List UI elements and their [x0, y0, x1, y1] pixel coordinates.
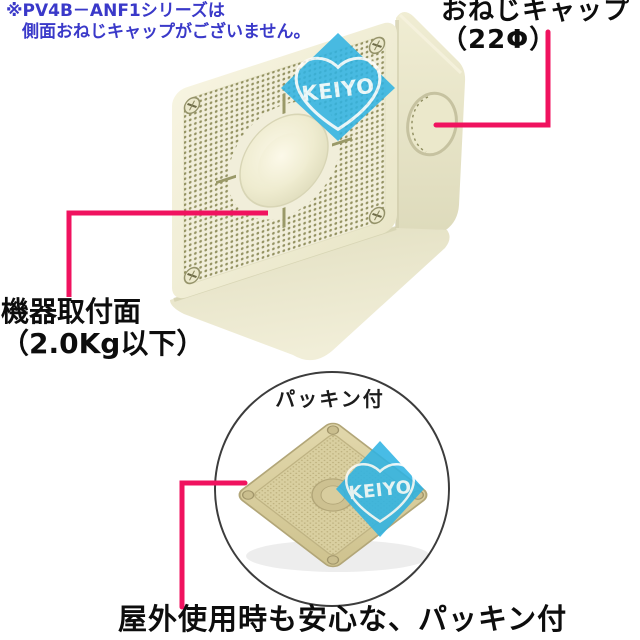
box-bottom-face: [170, 227, 450, 361]
packing-callout-line: [179, 480, 248, 610]
gasket-corner-hole-icon: [326, 555, 340, 565]
cap-label-line1: おねじキャップ: [441, 0, 631, 26]
series-note: ※PV4B－ANF1シリーズは 側面おねじキャップがございません。: [6, 1, 311, 42]
mount-label-line2: （2.0Kg以下）: [1, 327, 205, 361]
gasket-corner-hole-icon: [241, 490, 255, 500]
cap-label-line2: （22Φ）: [441, 25, 557, 56]
junction-box: KEIYO: [66, 11, 551, 361]
box-keiyo-logo: KEIYO: [281, 33, 395, 141]
packing-badge: パッキン付: [275, 387, 385, 411]
packing-detail-circle: KEIYO: [179, 371, 450, 610]
cap-label: おねじキャップ （22Φ）: [441, 0, 630, 55]
center-dome-icon: [239, 113, 329, 208]
alignment-ticks: [216, 93, 352, 229]
cap-callout-line: [433, 29, 551, 128]
series-note-line1: ※PV4B－ANF1シリーズは: [6, 1, 225, 21]
packing-caption: 屋外使用時も安心な、パッキン付: [118, 602, 568, 636]
gasket-keiyo-logo: KEIYO: [336, 441, 424, 537]
mount-callout-line: [66, 210, 268, 297]
mount-label-line1: 機器取付面: [1, 295, 142, 328]
series-note-line2: 側面おねじキャップがございません。: [22, 21, 311, 42]
side-screw-cap-icon: [406, 91, 458, 157]
box-side-highlight: [398, 13, 463, 75]
mount-surface-label: 機器取付面 （2.0Kg以下）: [1, 295, 205, 361]
gasket-corner-hole-icon: [326, 425, 340, 435]
